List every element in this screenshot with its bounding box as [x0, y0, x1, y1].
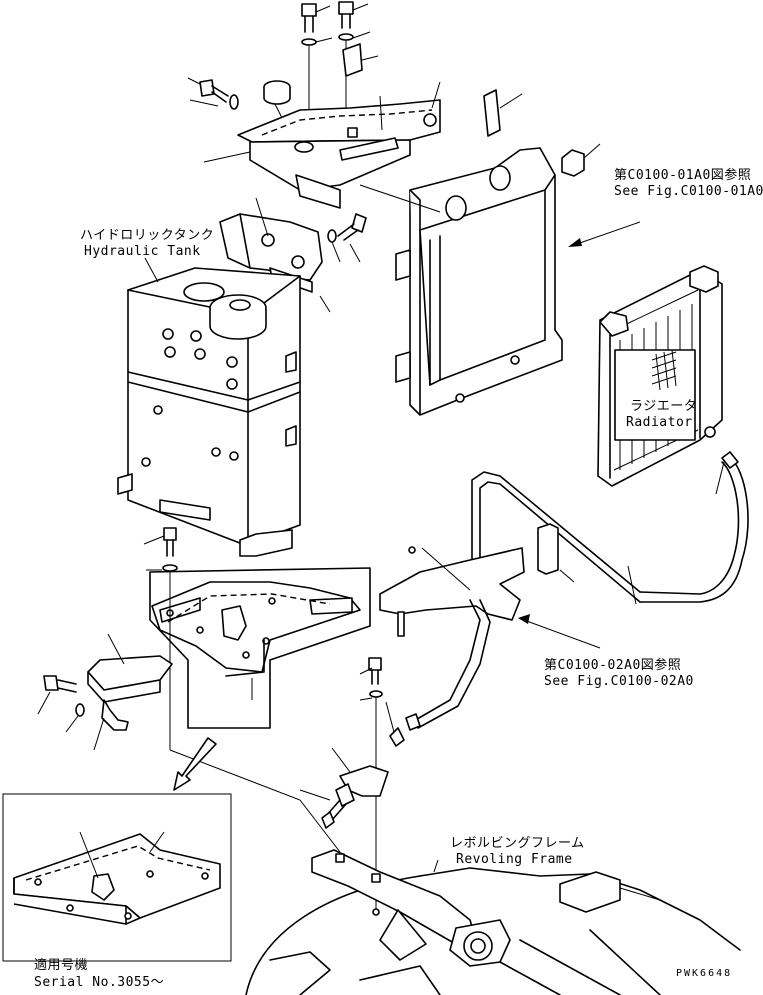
revolving-frame [245, 849, 741, 995]
rubber-pad [483, 89, 523, 137]
side-bolt-upper [187, 77, 239, 110]
inset-floor-plate [13, 831, 221, 925]
drawing-code: PWK6648 [676, 968, 733, 979]
serial-en: Serial No.3055～ [34, 975, 165, 990]
radiator [597, 265, 723, 487]
mesh-icon [651, 349, 677, 391]
side-cover-left [87, 633, 173, 731]
fig-ref-2-jp: 第C0100-02A0図参照 [544, 658, 682, 673]
hydraulic-tank-jp: ハイドロリックタンク [80, 228, 215, 243]
floor-bolt [143, 527, 178, 750]
rubber-block-small [537, 523, 559, 575]
side-bolt-mid [327, 213, 367, 263]
hydraulic-tank-en: Hydraulic Tank [84, 244, 201, 259]
pipe-clamp [321, 727, 405, 829]
revolving-frame-en: Revoling Frame [456, 852, 573, 867]
upper-cover-plate [237, 99, 441, 209]
square-block [561, 143, 601, 177]
radiator-jp: ラジエータ [630, 399, 698, 414]
lower-floor-plate [149, 567, 371, 729]
radiator-en: Radiator [626, 415, 693, 430]
fig-ref-1-en: See Fig.C0100-01A0 [614, 184, 763, 199]
serial-jp: 適用号機 [34, 958, 89, 973]
side-bolt-lower [37, 675, 105, 751]
fig-ref-1-jp: 第C0100-01A0図参照 [614, 168, 752, 183]
fig-ref-2-en: See Fig.C0100-02A0 [544, 674, 694, 689]
hydraulic-tank [117, 267, 301, 557]
radiator-shroud [395, 147, 563, 416]
top-bolt-right [338, 1, 354, 120]
inset-frame [2, 793, 232, 962]
hose-bracket [379, 547, 525, 637]
small-bracket-top [342, 43, 363, 77]
hydraulic-pipe [405, 599, 491, 731]
cap-plug [263, 80, 291, 119]
revolving-frame-jp: レボルビングフレーム [450, 836, 585, 851]
